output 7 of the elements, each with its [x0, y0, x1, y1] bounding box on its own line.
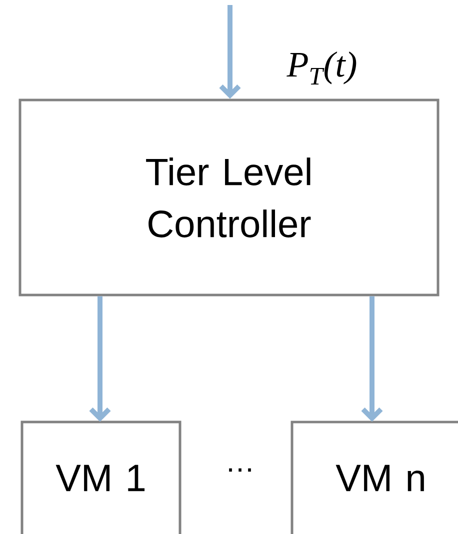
vm-box: VM n: [290, 420, 458, 534]
arrow: [361, 296, 383, 422]
controller-box: Tier Level Controller: [18, 98, 440, 296]
ellipsis: …: [229, 468, 251, 472]
vm-box: VM 1: [20, 420, 182, 534]
arrow: [89, 296, 111, 422]
arrow: [219, 5, 241, 99]
